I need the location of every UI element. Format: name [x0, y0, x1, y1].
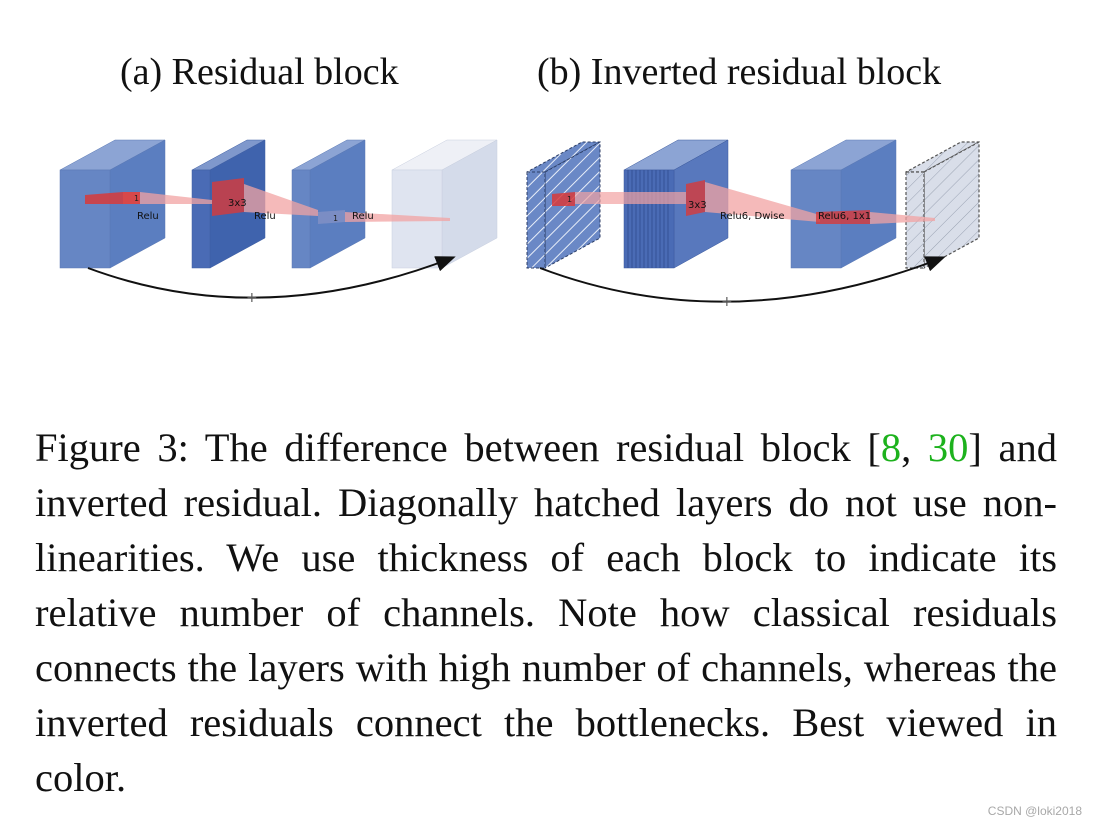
caption-text-prefix: Figure 3: The difference between residua… — [35, 425, 881, 470]
citation-8[interactable]: 8 — [880, 425, 902, 470]
label-3x3-inv: 3x3 — [688, 200, 707, 211]
label-relu6-dwise: Relu6, Dwise — [720, 211, 785, 222]
label-relu-3: Relu — [352, 211, 374, 222]
plus-sign-a: + — [246, 290, 258, 306]
title-inverted-residual-block: (b) Inverted residual block — [537, 51, 942, 93]
projection-b1 — [575, 192, 686, 204]
highlight-3 — [318, 210, 345, 224]
projection-1 — [123, 192, 212, 204]
inverted-layer-4-hatched — [905, 140, 980, 270]
label-relu-2: Relu — [254, 211, 276, 222]
projection-b2 — [705, 182, 820, 222]
residual-block-diagram: 1 Relu 3x3 Relu 1 Relu + — [59, 139, 498, 306]
title-residual-block: (a) Residual block — [120, 51, 399, 93]
projection-b3 — [870, 212, 935, 224]
plus-sign-b: + — [721, 294, 733, 310]
projection-2 — [244, 184, 318, 216]
highlight-1 — [85, 192, 140, 204]
label-1-inv: 1 — [567, 195, 572, 204]
caption-text-suffix: ] and inverted residual. Diagonally hatc… — [35, 425, 1058, 800]
highlight-b2 — [686, 180, 705, 216]
highlight-b3 — [816, 210, 870, 224]
inverted-layer-3 — [790, 139, 897, 269]
highlight-b1 — [552, 192, 575, 206]
inverted-residual-block-diagram: 1 3x3 Relu6, Dwise Relu6, 1x1 + — [526, 139, 980, 310]
watermark: CSDN @loki2018 — [987, 804, 1082, 818]
label-1-b: 1 — [333, 214, 338, 223]
citation-30[interactable]: 30 — [927, 425, 969, 470]
architecture-diagram: 1 Relu 3x3 Relu 1 Relu + — [59, 139, 980, 310]
skip-connection-arrow-a — [87, 256, 456, 299]
residual-layer-3 — [291, 139, 366, 269]
label-3x3-a: 3x3 — [228, 198, 247, 209]
skip-connection-arrow-b — [539, 256, 946, 303]
label-relu6-1x1: Relu6, 1x1 — [818, 211, 871, 222]
highlight-2 — [212, 178, 244, 216]
label-relu-1: Relu — [137, 211, 159, 222]
caption-separator: , — [901, 425, 928, 470]
projection-3 — [345, 212, 450, 222]
label-1-a: 1 — [134, 194, 139, 203]
residual-layer-4-faded — [391, 139, 498, 269]
figure-caption: Figure 3: The difference between residua… — [35, 420, 1057, 805]
